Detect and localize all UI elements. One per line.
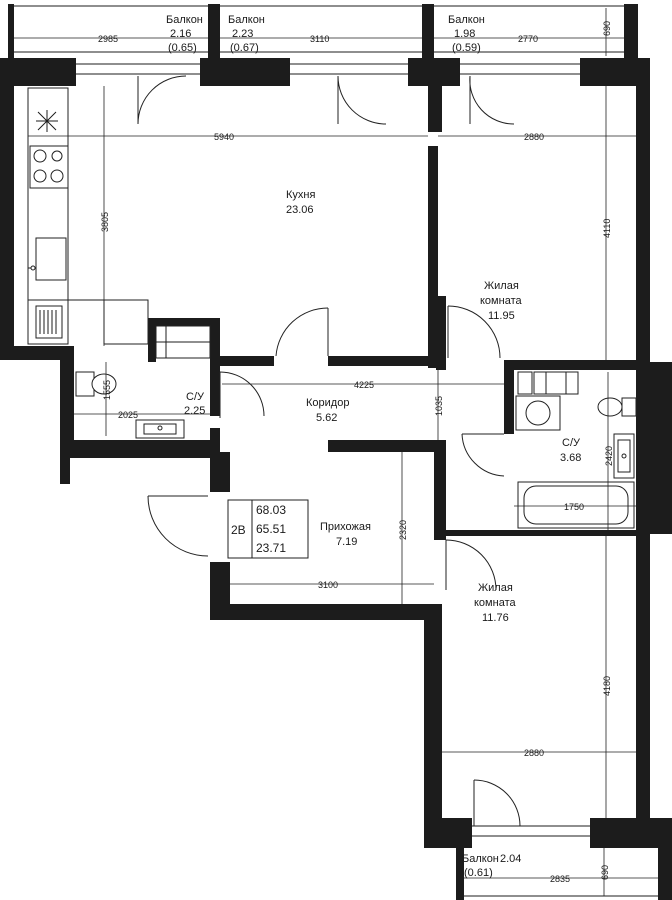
balcony-1-name: Балкон	[166, 14, 203, 26]
bathtub-icon	[517, 481, 635, 529]
dim-living1-width: 2880	[524, 132, 544, 142]
walls	[0, 4, 672, 900]
living-room-2-area: 11.76	[482, 612, 509, 624]
balcony-2-reduced: (0.67)	[230, 42, 259, 54]
dim-living2-depth: 4180	[602, 676, 612, 696]
balcony-2-area: 2.23	[232, 28, 253, 40]
toilet-icon	[75, 371, 117, 397]
bath-sink-icon-2	[613, 433, 635, 479]
living-room-1-name-2: комната	[480, 295, 522, 307]
balcony-2-name: Балкон	[228, 14, 265, 26]
dim-bath-big-width: 1750	[564, 502, 584, 512]
balcony-4-name: Балкон	[462, 853, 499, 865]
dim-hall-depth: 2320	[398, 520, 408, 540]
balcony-3-area: 1.98	[454, 28, 475, 40]
kitchen-fixtures	[27, 87, 211, 359]
dishwasher-icon	[35, 305, 63, 339]
kitchen-name: Кухня	[286, 189, 315, 201]
hall-area: 7.19	[336, 536, 357, 548]
corridor-area: 5.62	[316, 412, 337, 424]
balcony-1-area: 2.16	[170, 28, 191, 40]
balcony-1-reduced: (0.65)	[168, 42, 197, 54]
dim-corridor-width: 4225	[354, 380, 374, 390]
dim-balcony-3-width: 2770	[518, 34, 538, 44]
dim-kitchen-depth: 3805	[100, 212, 110, 232]
dim-bath-small-depth: 1555	[102, 380, 112, 400]
bath-small-fixtures	[75, 371, 185, 439]
bath-small-area: 2.25	[184, 405, 205, 417]
dim-balcony-2-width: 3110	[310, 34, 329, 44]
bath-big-name: С/У	[562, 437, 581, 449]
wardrobe-icon	[155, 325, 211, 359]
doors	[137, 75, 521, 827]
cabinet	[533, 371, 579, 395]
dimension-lines	[14, 8, 658, 896]
bath-small-name: С/У	[186, 391, 205, 403]
living-room-2-name: Жилая	[478, 582, 513, 594]
bath-big-area: 3.68	[560, 452, 581, 464]
dim-hall-width: 3100	[318, 580, 338, 590]
dim-balcony-top-depth: 690	[602, 21, 612, 36]
living-room-2-name-2: комната	[474, 597, 516, 609]
dim-bath-big-depth: 2420	[604, 446, 614, 466]
kitchen-area: 23.06	[286, 204, 314, 216]
bath-sink-icon	[135, 419, 185, 439]
bath-big-fixtures	[515, 371, 637, 529]
hall-name: Прихожая	[320, 521, 371, 533]
dim-bath-small-width: 2025	[118, 410, 138, 420]
dim-corridor-depth: 1035	[434, 396, 444, 416]
stove-icon	[29, 145, 69, 189]
total-area: 68.03	[256, 503, 286, 517]
toilet-icon-2	[597, 397, 637, 417]
washing-machine-icon	[515, 395, 561, 431]
living-room-1-name: Жилая	[484, 280, 519, 292]
apartment-type: 2В	[231, 523, 246, 537]
summary-table	[227, 499, 309, 559]
balcony-3-name: Балкон	[448, 14, 485, 26]
hood-icon	[36, 110, 58, 132]
dim-living1-depth: 4110	[602, 219, 612, 238]
balcony-4-reduced: (0.61)	[464, 867, 493, 879]
total-area-reduced: 65.51	[256, 522, 286, 536]
dim-balcony-4-width: 2835	[550, 874, 570, 884]
balcony-3-reduced: (0.59)	[452, 42, 481, 54]
living-area: 23.71	[256, 541, 286, 555]
dim-balcony-bottom-depth: 690	[600, 865, 610, 880]
corridor-name: Коридор	[306, 397, 349, 409]
dim-balcony-1-width: 2985	[98, 34, 118, 44]
dim-kitchen-width: 5940	[214, 132, 234, 142]
kitchen-sink-icon	[28, 237, 67, 281]
dim-living2-width: 2880	[524, 748, 544, 758]
balcony-4-area: 2.04	[500, 853, 521, 865]
living-room-1-area: 11.95	[488, 310, 515, 322]
